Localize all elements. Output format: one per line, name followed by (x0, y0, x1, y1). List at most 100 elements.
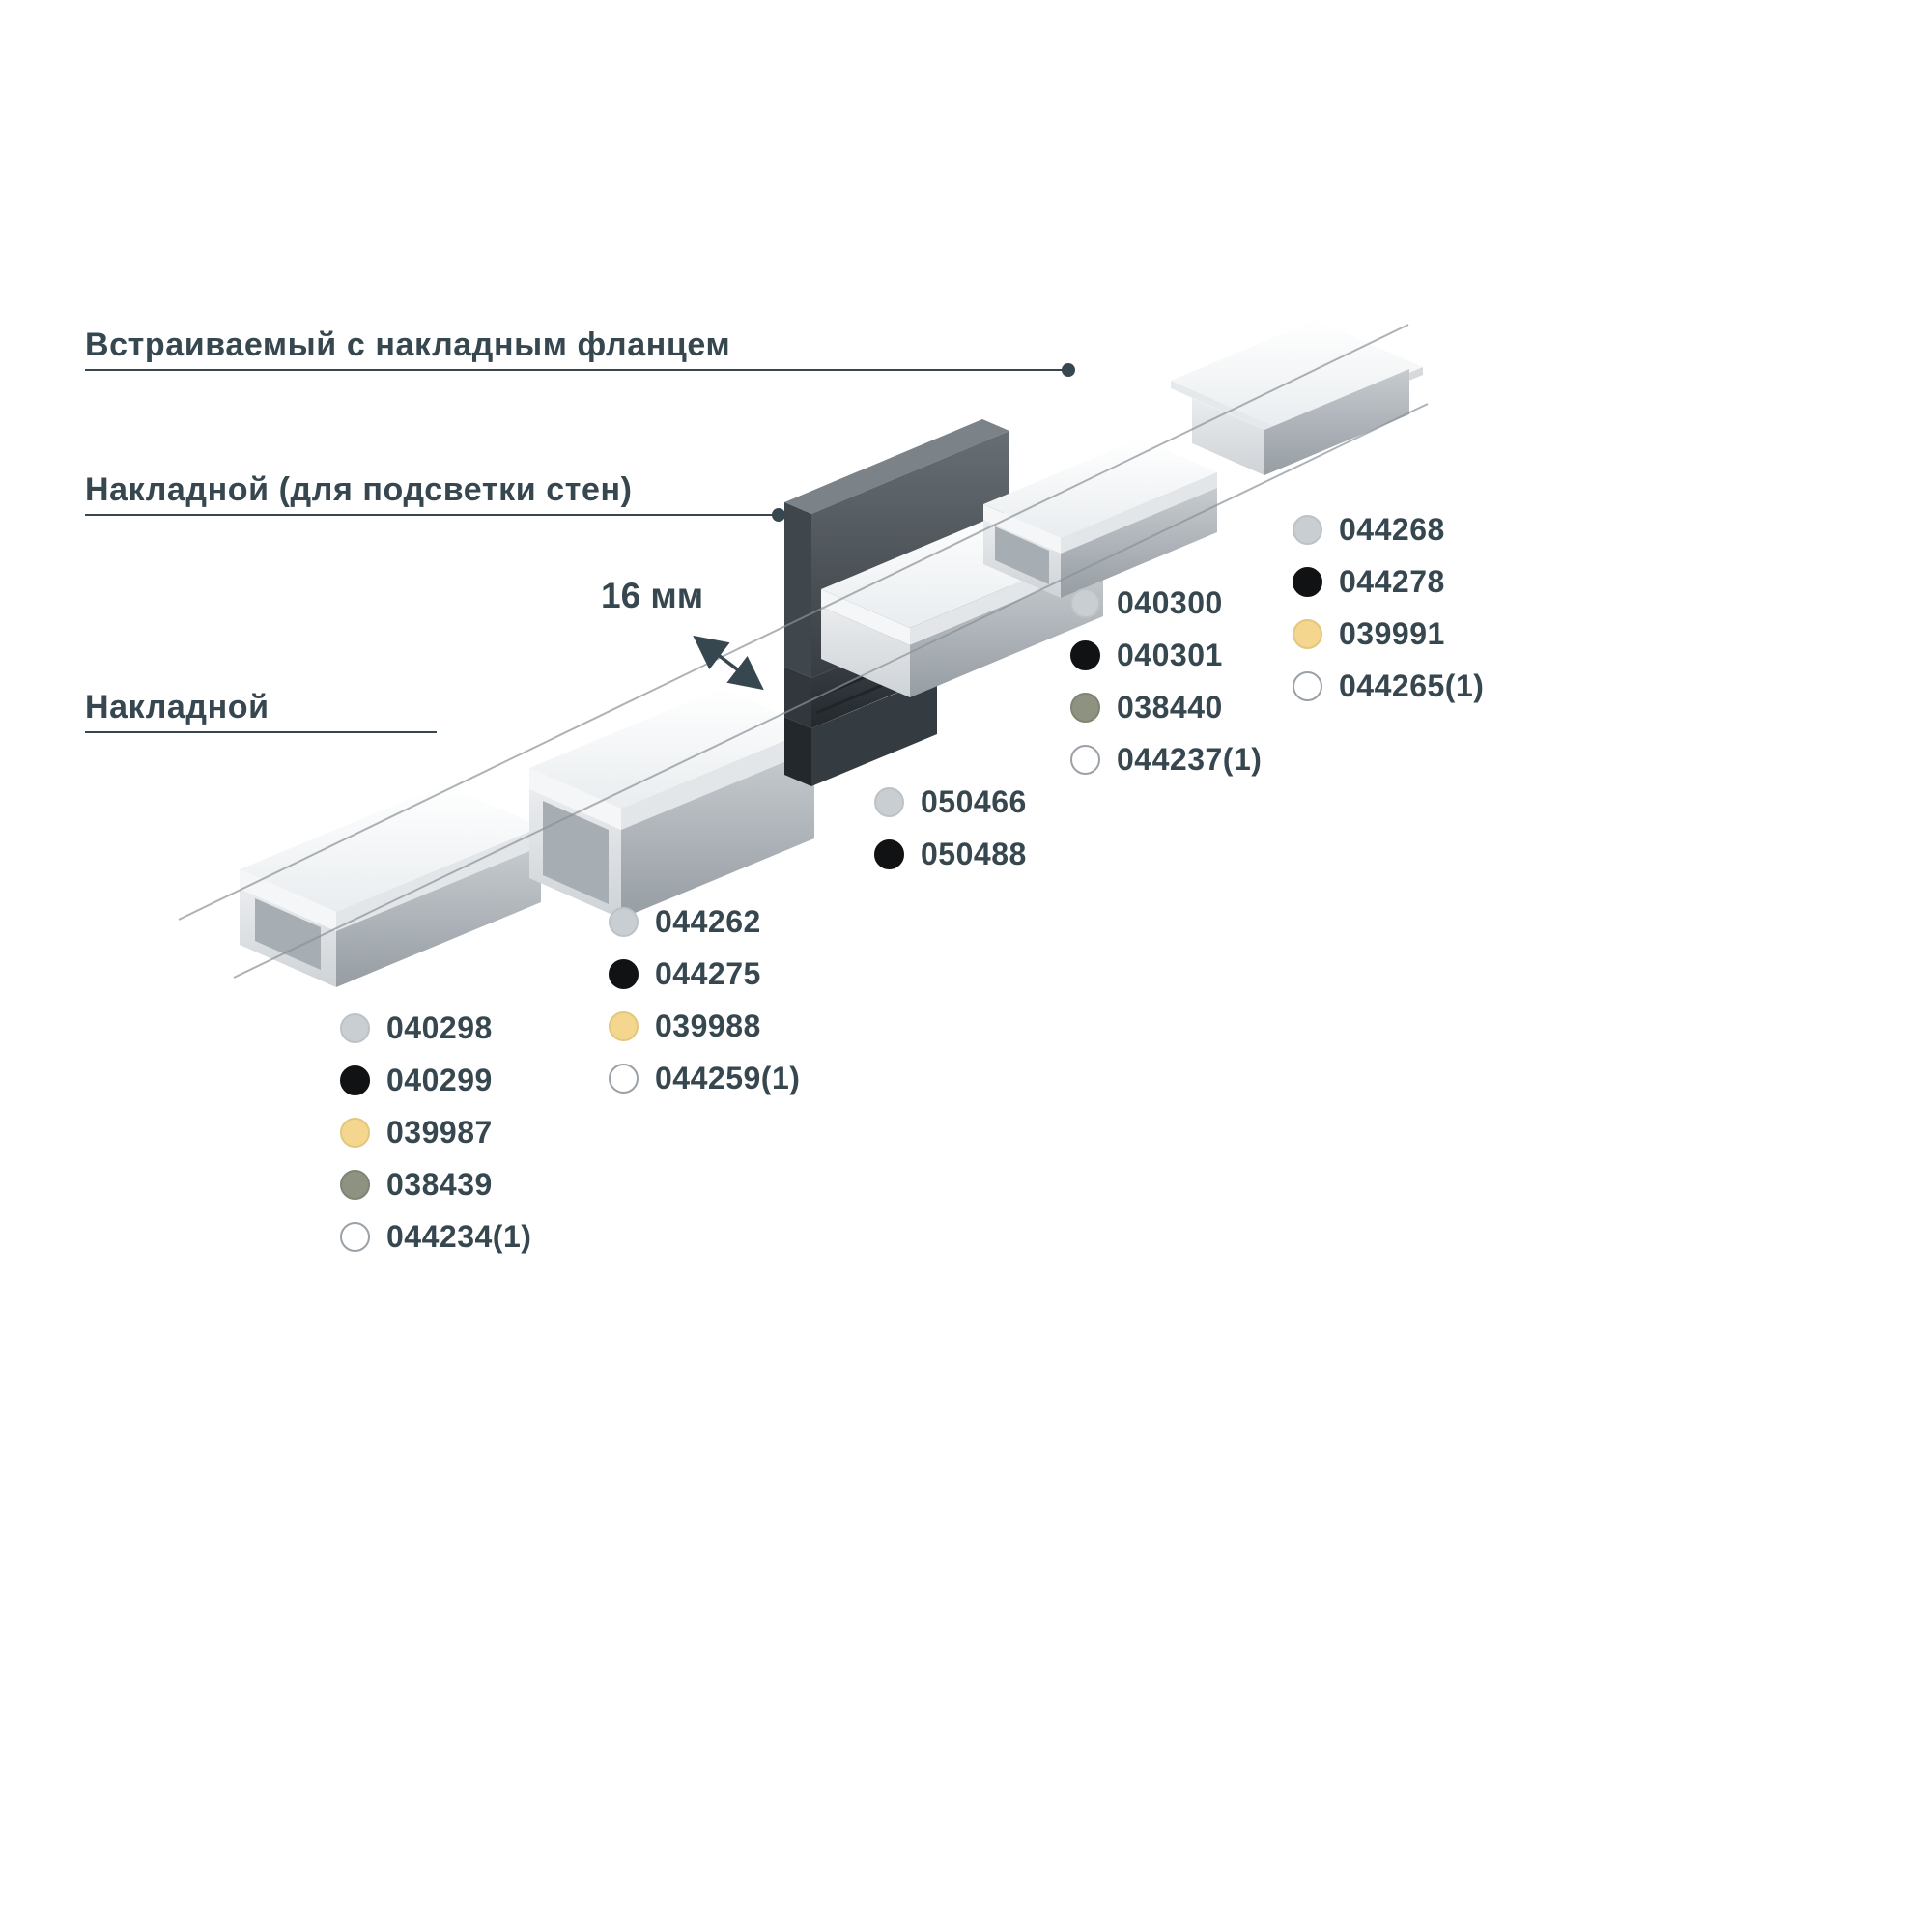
product-code: 050466 (921, 784, 1027, 819)
gray-color-swatch-dot (340, 1013, 370, 1043)
profile-diffuser-top (529, 688, 814, 809)
product-code: 038440 (1117, 690, 1223, 724)
gold-color-swatch-dot (340, 1118, 370, 1148)
profile-diffuser-end (983, 504, 1061, 554)
code-group-wall-mount: 050466 050488 (874, 784, 1027, 872)
gray-color-swatch-dot (1293, 515, 1322, 545)
product-code: 044234(1) (386, 1219, 532, 1254)
profile-diffuser-side (621, 728, 814, 830)
profile-diffuser-side (1061, 472, 1217, 554)
product-code-row: 044275 (609, 956, 800, 992)
profile-channel-cut (543, 801, 609, 904)
profile-diffuser-top (983, 439, 1217, 538)
profile-diffuser-end (240, 869, 336, 931)
construction-line-lower (233, 403, 1429, 979)
product-code-row: 040301 (1070, 638, 1262, 673)
product-code-row: 039988 (609, 1009, 800, 1044)
dimension-label-16mm: 16 мм (601, 576, 704, 615)
dimension-arrow (693, 635, 764, 691)
white-color-swatch-dot (609, 1064, 639, 1094)
profile-body-side (621, 750, 814, 919)
product-code: 044265(1) (1339, 668, 1485, 703)
wall-bracket-foot-front (811, 676, 937, 786)
product-code: 040298 (386, 1010, 493, 1045)
product-code: 044262 (655, 904, 761, 939)
white-color-swatch-dot (1070, 745, 1100, 775)
product-code-row: 038440 (1070, 690, 1262, 725)
profile-body-end (1192, 398, 1264, 475)
product-code-row: 044237(1) (1070, 742, 1262, 778)
product-code-row: 040300 (1070, 585, 1262, 621)
profile-body-side (336, 846, 541, 987)
profile-body-side (910, 564, 1103, 697)
profile-surface-low (240, 784, 541, 987)
profile-channel-cut (255, 898, 321, 970)
flange-edge-end (1171, 381, 1278, 436)
profile-body-side (1264, 369, 1409, 475)
product-code: 044268 (1339, 512, 1445, 547)
gold-color-swatch-dot (609, 1011, 639, 1041)
code-group-recessed-flange: 044268 044278 039991 044265(1) (1293, 512, 1484, 704)
code-group-surface-low: 040298 040299 039987 038439 044234(1) (340, 1010, 531, 1255)
product-code: 039991 (1339, 616, 1445, 651)
leader-surface-wall (85, 508, 785, 522)
gold-color-swatch-dot (1293, 619, 1322, 649)
product-code: 040301 (1117, 638, 1223, 672)
profile-body-end (821, 607, 910, 697)
label-surface-wall: Накладной (для подсветки стен) (85, 471, 633, 508)
product-code: 044259(1) (655, 1061, 801, 1095)
product-code-row: 038439 (340, 1167, 531, 1203)
product-code: 050488 (921, 837, 1027, 871)
product-code: 044278 (1339, 564, 1445, 599)
gray-color-swatch-dot (609, 907, 639, 937)
black-color-swatch-dot (340, 1065, 370, 1095)
construction-line-upper (178, 324, 1409, 921)
wall-plate-top (784, 419, 1009, 514)
profile-channel-cut (995, 526, 1049, 584)
black-color-swatch-dot (609, 959, 639, 989)
product-code-row: 050488 (874, 837, 1027, 872)
white-color-swatch-dot (1293, 671, 1322, 701)
white-color-swatch-dot (340, 1222, 370, 1252)
code-group-recessed: 040300 040301 038440 044237(1) (1070, 585, 1262, 778)
product-code-row: 044234(1) (340, 1219, 531, 1255)
product-code: 039987 (386, 1115, 493, 1150)
product-code-row: 039987 (340, 1115, 531, 1151)
label-recessed-flange: Встраиваемый с накладным фланцем (85, 327, 731, 363)
product-code: 038439 (386, 1167, 493, 1202)
black-color-swatch-dot (874, 839, 904, 869)
leader-dot (1062, 363, 1075, 377)
leader-dot (772, 508, 785, 522)
product-code-row: 044278 (1293, 564, 1484, 600)
product-code-row: 040298 (340, 1010, 531, 1046)
wall-bracket-end (784, 667, 811, 728)
profile-diffuser-top (240, 784, 541, 912)
gray-color-swatch-dot (1070, 588, 1100, 618)
wall-bracket-foot-end (784, 717, 811, 786)
black-color-swatch-dot (1070, 640, 1100, 670)
product-code-row: 040299 (340, 1063, 531, 1098)
product-code-row: 044262 (609, 904, 800, 940)
olive-color-swatch-dot (1070, 693, 1100, 723)
product-code-row: 044259(1) (609, 1061, 800, 1096)
product-code: 044275 (655, 956, 761, 991)
wall-plate-end (784, 502, 811, 678)
product-code-row: 044268 (1293, 512, 1484, 548)
profile-recessed (983, 439, 1217, 598)
product-code: 040299 (386, 1063, 493, 1097)
black-color-swatch-dot (1293, 567, 1322, 597)
profile-surface-high (529, 688, 814, 919)
profile-diffuser-end (529, 768, 621, 830)
gray-color-swatch-dot (874, 787, 904, 817)
flange-top (1171, 320, 1423, 428)
profile-diffuser-end (821, 589, 910, 645)
label-surface: Накладной (85, 689, 270, 725)
profile-recessed-flange (1171, 320, 1423, 475)
product-code: 040300 (1117, 585, 1223, 620)
product-code: 039988 (655, 1009, 761, 1043)
product-code-row: 039991 (1293, 616, 1484, 652)
product-code-row: 044265(1) (1293, 668, 1484, 704)
product-code: 044237(1) (1117, 742, 1263, 777)
